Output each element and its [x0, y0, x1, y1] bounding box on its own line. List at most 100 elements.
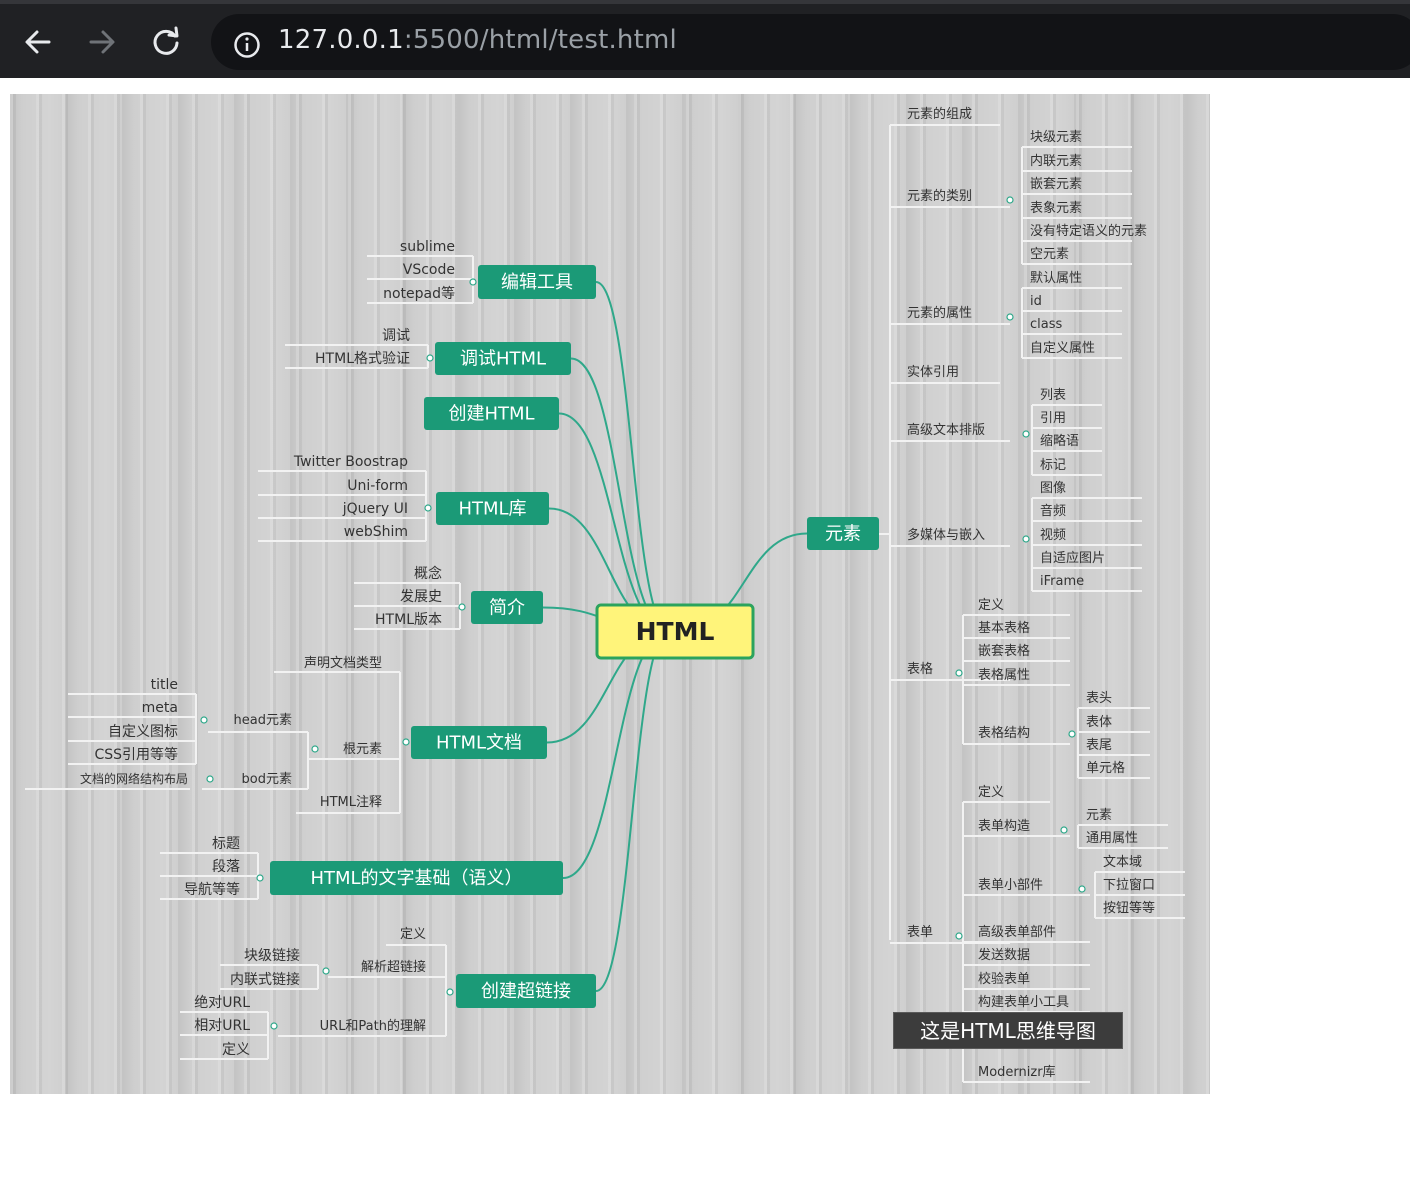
leaf-node: 引用	[1040, 411, 1066, 426]
form-node: 发送数据	[978, 947, 1030, 963]
leaf-node: 标题	[212, 836, 240, 852]
leaf-node: 导航等等	[184, 881, 240, 898]
branch-node-node	[456, 974, 596, 1008]
leaf-node: 段落	[212, 859, 240, 875]
arrow-left-icon	[25, 30, 51, 54]
connector-dot	[206, 775, 214, 783]
leaf-meta: meta	[142, 700, 178, 716]
reload-icon	[153, 26, 179, 55]
leaf-node: 文本域	[1103, 855, 1142, 870]
leaf-web-layout: 文档的网络结构布局	[80, 771, 188, 786]
connector-dot	[424, 504, 432, 512]
element-node: 元素的类别	[907, 188, 972, 204]
leaf-node: 定义	[222, 1042, 250, 1058]
connector-dot	[200, 716, 208, 724]
table-node: 嵌套表格	[978, 643, 1030, 659]
center-node	[595, 603, 755, 660]
element-node: 实体引用	[907, 365, 959, 380]
connector-dot	[446, 988, 454, 996]
leaf-sublime: sublime	[400, 239, 455, 255]
element-node: 元素的属性	[907, 305, 972, 321]
url-host: 127.0.0.1	[278, 25, 404, 55]
connector-dot	[458, 603, 466, 611]
leaf-html: HTML版本	[375, 612, 442, 628]
connector-dot	[402, 738, 410, 746]
leaf-root: 根元素	[343, 742, 382, 757]
arrow-right-icon	[89, 30, 115, 54]
url-text[interactable]: 127.0.0.1:5500/html/test.html	[278, 25, 677, 55]
back-button[interactable]	[18, 22, 58, 62]
branch-label-html: 创建HTML	[448, 404, 534, 425]
connector-dot	[955, 669, 963, 677]
table-node: 表格属性	[978, 667, 1030, 683]
leaf-node: 按钮等等	[1103, 900, 1155, 916]
table-node: 基本表格	[978, 620, 1030, 636]
branch-node-node	[478, 265, 596, 299]
reload-button[interactable]	[146, 22, 186, 62]
branch-node-html	[435, 342, 571, 375]
connector-dot	[955, 932, 963, 940]
forward-button[interactable]	[82, 22, 122, 62]
leaf-uni-form: Uni-form	[347, 478, 408, 494]
element-node: 元素的组成	[907, 106, 972, 122]
form-define: 定义	[978, 785, 1004, 800]
leaf-head: head元素	[234, 713, 292, 728]
leaf-node: 标记	[1040, 458, 1066, 473]
image-tooltip: 这是HTML思维导图	[893, 1012, 1123, 1049]
connector-dot	[256, 874, 264, 882]
leaf-class: class	[1030, 317, 1062, 332]
leaf-node: 自定义图标	[108, 724, 178, 740]
form-widgets: 表单小部件	[978, 878, 1043, 893]
leaf-node: 单元格	[1086, 760, 1125, 776]
connector-dot	[1078, 885, 1086, 893]
leaf-title: title	[151, 677, 178, 693]
leaf-node: 内联元素	[1030, 153, 1082, 169]
leaf-node: 内联式链接	[230, 971, 300, 988]
branch-label-html: HTML的文字基础（语义）	[310, 868, 522, 889]
table-node: 定义	[978, 598, 1004, 613]
leaf-node: 概念	[414, 565, 442, 582]
leaf-node: 自定义属性	[1030, 341, 1095, 356]
connector-dot	[311, 745, 319, 753]
leaf-node: 块级元素	[1030, 130, 1082, 145]
connector-dot	[1022, 535, 1030, 543]
leaf-twitter-boostrap: Twitter Boostrap	[293, 454, 408, 470]
branch-label-node: 元素	[825, 524, 861, 545]
leaf-jquery-ui: jQuery UI	[342, 501, 408, 517]
leaf-html: HTML格式验证	[315, 351, 410, 367]
connector-dot	[1060, 826, 1068, 834]
leaf-node: 图像	[1040, 481, 1066, 496]
leaf-url: 相对URL	[194, 1018, 250, 1034]
connector-dot	[270, 1022, 278, 1030]
leaf-node: 没有特定语义的元素	[1030, 223, 1147, 239]
leaf-node: 调试	[382, 328, 410, 344]
center-label: HTML	[636, 617, 715, 646]
branch-node-node	[471, 591, 543, 624]
leaf-notepad: notepad等	[383, 285, 455, 302]
leaf-html: HTML注释	[320, 795, 382, 810]
leaf-node: 表象元素	[1030, 201, 1082, 216]
leaf-node: 元素	[1086, 808, 1112, 823]
branch-label-node: 编辑工具	[501, 272, 573, 293]
leaf-node: 下拉窗口	[1103, 877, 1155, 893]
leaf-parse-link: 解析超链接	[361, 959, 426, 975]
branch-label-html: HTML文档	[436, 733, 522, 754]
connector-dot	[1022, 430, 1030, 438]
table-structure: 表格结构	[978, 725, 1030, 741]
connector-dot	[1006, 196, 1014, 204]
leaf-node: 声明文档类型	[304, 656, 382, 671]
branch-node-html	[270, 861, 563, 895]
leaf-node: 列表	[1040, 388, 1066, 403]
leaf-bod: bod元素	[242, 772, 292, 787]
info-icon[interactable]	[233, 31, 261, 59]
leaf-node: 发展史	[400, 589, 442, 605]
browser-toolbar: 127.0.0.1:5500/html/test.html	[0, 0, 1410, 78]
element-node: 表格	[907, 661, 933, 677]
leaf-url-path: URL和Path的理解	[320, 1018, 426, 1034]
address-bar[interactable]	[211, 14, 1410, 70]
connector-dot	[426, 354, 434, 362]
form-node: 高级表单部件	[978, 924, 1056, 940]
leaf-node: 视频	[1040, 528, 1066, 543]
leaf-node: 默认属性	[1030, 270, 1082, 286]
